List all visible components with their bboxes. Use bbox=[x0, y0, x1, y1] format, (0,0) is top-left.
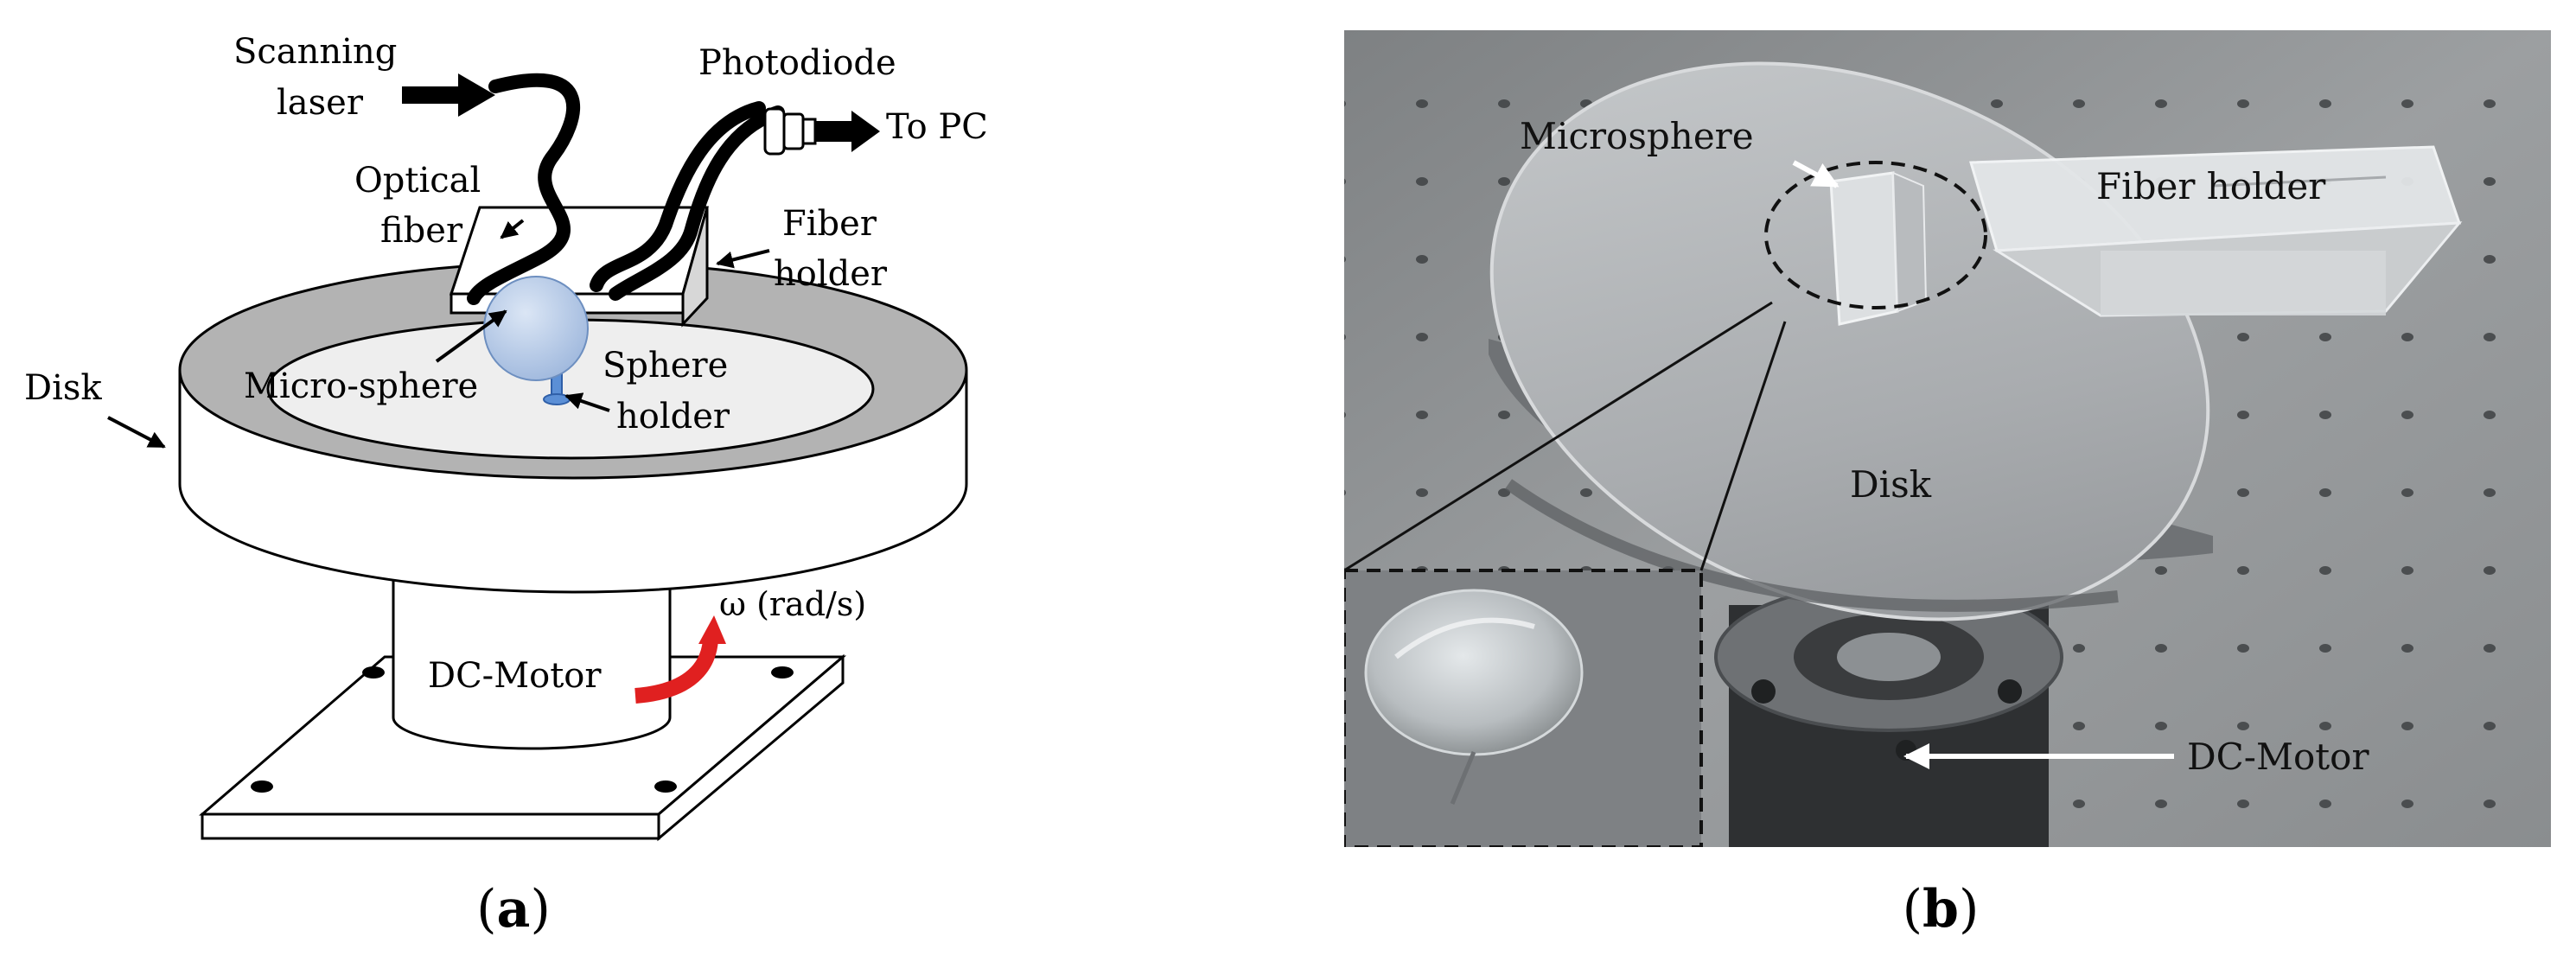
plate-screw-hole bbox=[362, 666, 385, 678]
fiber-holder-label-photo: Fiber holder bbox=[2096, 165, 2326, 207]
optical-fiber-label-line2: fiber bbox=[380, 211, 463, 251]
panel-b-caption: (b) bbox=[1903, 879, 1980, 940]
sphere-holder-label: Sphere bbox=[603, 346, 728, 385]
photodiode bbox=[763, 107, 880, 156]
microsphere-label: Microsphere bbox=[1520, 115, 1754, 157]
disk-label-arrow bbox=[107, 416, 166, 449]
inset-fiber bbox=[1450, 751, 1476, 805]
zoom-line bbox=[1344, 301, 1773, 572]
fiber-holder-label-line2: holder bbox=[774, 254, 888, 294]
sphere-body bbox=[483, 276, 589, 381]
disk-label: Disk bbox=[24, 368, 102, 408]
microsphere-highlight-circle bbox=[1764, 161, 1987, 309]
panel-a-schematic: Scanning laser Photodiode To PC Optical … bbox=[24, 32, 988, 940]
inset-microsphere bbox=[1364, 589, 1584, 756]
scanning-laser-label-line2: laser bbox=[277, 83, 364, 123]
rotation-arrow bbox=[634, 639, 718, 704]
photodiode-label: Photodiode bbox=[698, 43, 896, 83]
microsphere-label-arrow bbox=[1792, 160, 1840, 188]
panel-b-photo: Microsphere Fiber holder Disk DC-Motor (… bbox=[1344, 30, 2551, 940]
omega-label: ω (rad/s) bbox=[719, 585, 866, 623]
disk bbox=[178, 260, 968, 594]
sphere-holder-label-line2: holder bbox=[616, 397, 730, 436]
plate-screw-hole bbox=[771, 666, 794, 678]
dc-motor-photo bbox=[1714, 582, 2063, 847]
micro-sphere-label-arrow bbox=[435, 309, 507, 363]
microsphere-inset bbox=[1344, 569, 1703, 847]
fiber-holder-label: Fiber bbox=[782, 204, 877, 244]
fiber-holder-label-arrow bbox=[716, 249, 770, 269]
optical-fiber-label: Optical bbox=[354, 161, 481, 201]
plate-screw-hole bbox=[654, 780, 677, 793]
sphere-holder-label-arrow bbox=[564, 392, 610, 412]
optical-fiber bbox=[467, 73, 785, 305]
microsphere-mount-photo bbox=[1829, 171, 1928, 326]
panel-a-caption: (a) bbox=[476, 879, 551, 940]
fiber-holder-photo bbox=[1969, 145, 2463, 317]
scanning-laser-arrow bbox=[402, 73, 495, 117]
rotation-arrowhead bbox=[698, 615, 726, 644]
plate-screw-hole bbox=[251, 780, 273, 793]
to-pc-label: To PC bbox=[886, 107, 988, 147]
disk-label-photo: Disk bbox=[1850, 463, 1932, 506]
to-pc-arrow bbox=[815, 111, 880, 152]
dc-motor-label: DC-Motor bbox=[428, 656, 602, 696]
scanning-laser-label: Scanning bbox=[233, 32, 397, 72]
micro-sphere-label: Micro-sphere bbox=[244, 366, 478, 406]
dc-motor-label-photo: DC-Motor bbox=[2187, 736, 2369, 778]
optical-fiber-label-arrow bbox=[500, 219, 525, 239]
zoom-line bbox=[1699, 321, 1787, 571]
